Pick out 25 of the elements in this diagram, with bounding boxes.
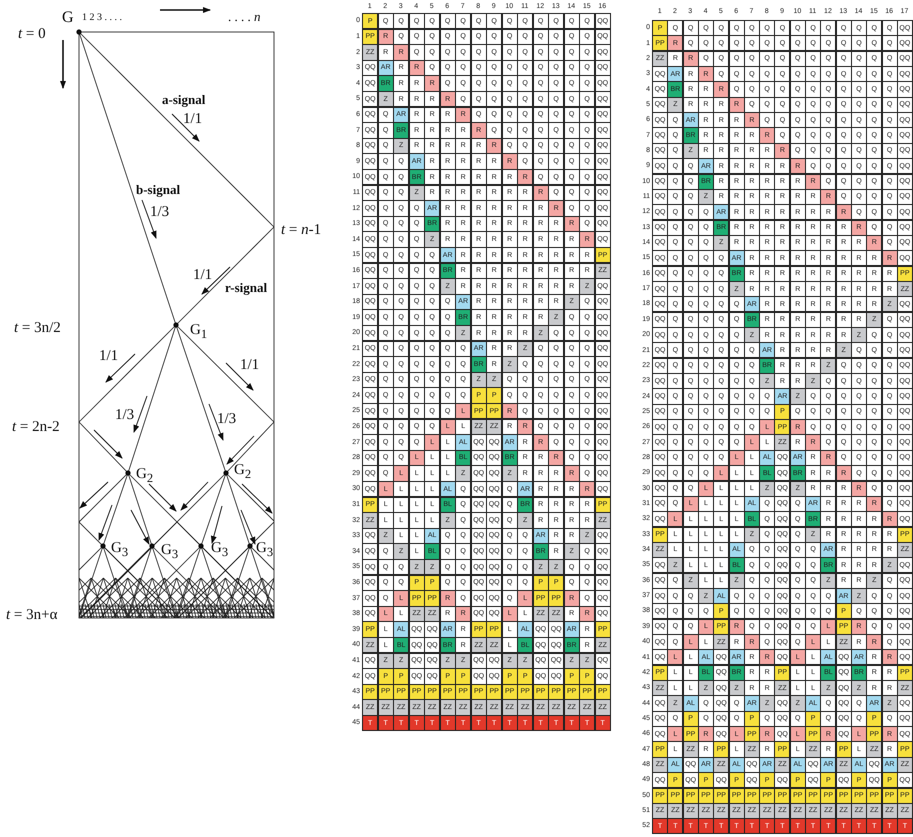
time-label: t = 0	[18, 27, 46, 42]
speed-label: 1/1	[193, 268, 212, 284]
general-label: G$_{2}$	[136, 467, 154, 485]
signal-label: b-signal	[136, 182, 180, 196]
signal-label: a-signal	[162, 92, 206, 106]
general-label: G	[62, 10, 74, 26]
speed-label: 1/1	[99, 349, 118, 364]
speed-label: 1/3	[115, 408, 134, 424]
time-label: t = 3n+α	[6, 608, 58, 624]
speed-label: 1/1	[240, 358, 260, 374]
speed-label: 1/3	[217, 412, 236, 428]
signal-label: r-signal	[225, 280, 268, 294]
time-label: t = n-1	[281, 223, 322, 238]
time-label: t = 2n-2	[12, 420, 60, 436]
speed-label: 1/3	[150, 205, 170, 220]
cell-index-label: . . . . n	[228, 10, 260, 23]
general-label: G$_{3}$	[211, 541, 228, 559]
speed-label: 1/1	[183, 112, 202, 128]
general-label: G$_{3}$	[111, 541, 128, 559]
time-label: t = 3n/2	[14, 321, 61, 336]
general-label: G$_{3}$	[256, 541, 274, 559]
general-label: G$_{1}$	[190, 323, 208, 341]
general-label: G$_{2}$	[234, 463, 252, 481]
cell-index-label: 1 2 3 . . . .	[82, 12, 122, 22]
general-label: G$_{3}$	[161, 543, 178, 561]
